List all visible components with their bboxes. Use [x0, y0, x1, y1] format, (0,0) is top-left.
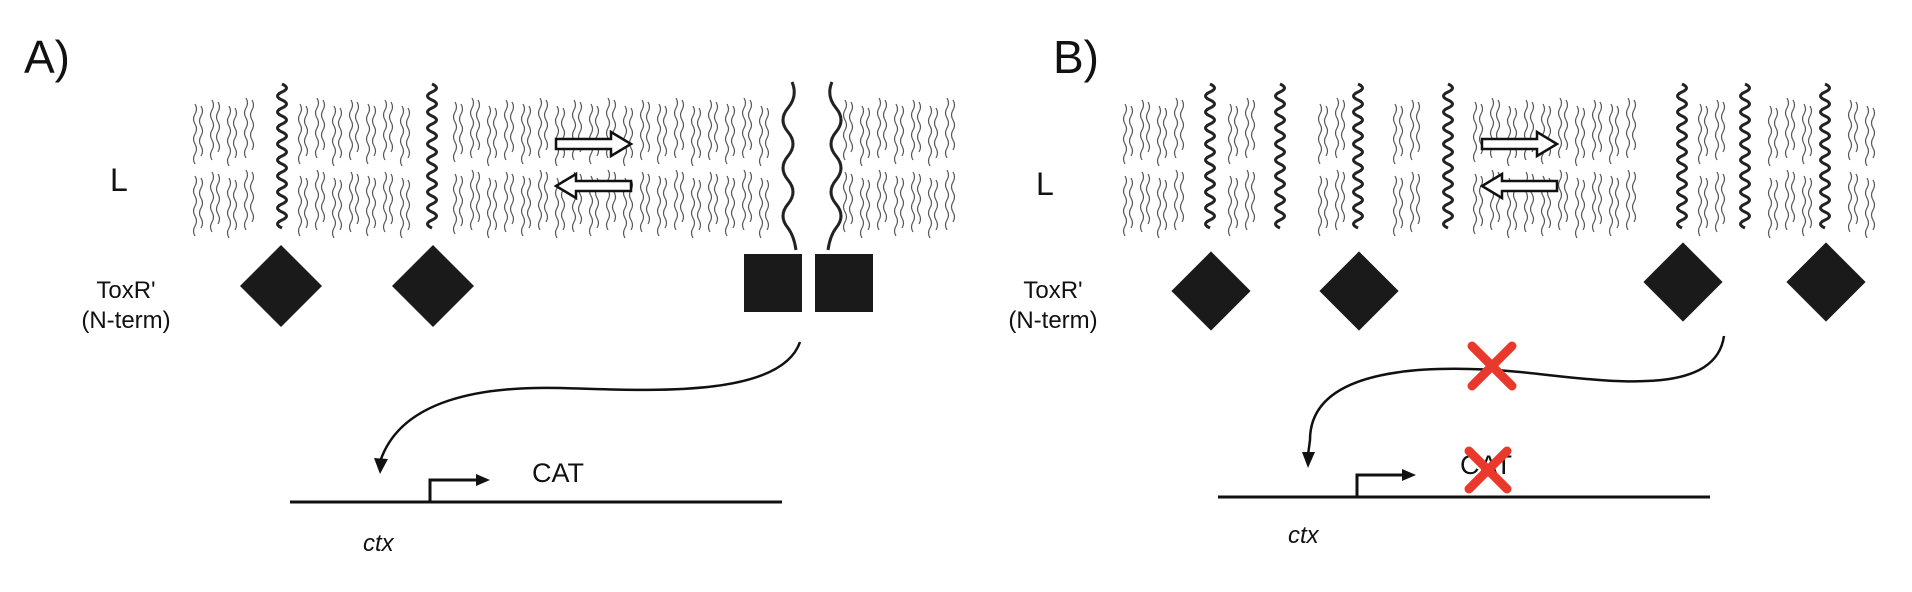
block-x-signal-icon: [1472, 346, 1512, 386]
free-helix-b1: [1274, 82, 1286, 230]
toxr-monomer-b4: [1786, 82, 1866, 322]
toxr-label-a-line2: (N-term): [81, 307, 171, 334]
activation-arrow-a: [378, 341, 802, 463]
promoter-arrow-a: [428, 478, 478, 502]
toxr-label-a: ToxR' (N-term): [66, 276, 186, 336]
panel-a: [192, 81, 956, 504]
toxr-dimer-a: [744, 81, 873, 312]
ctx-promoter-label-b: ctx: [1288, 522, 1319, 549]
lipid-bilayer-b: [1122, 97, 1876, 239]
activation-arrow-b: [1306, 335, 1726, 456]
lipid-label-b: L: [1036, 166, 1054, 202]
movement-arrow-right-a: [554, 130, 633, 158]
toxr-label-b-line1: ToxR': [1023, 277, 1083, 304]
free-helix-b3: [1739, 82, 1751, 230]
movement-arrow-left-a: [554, 172, 633, 200]
toxr-monomer-a2: [391, 82, 475, 328]
lipid-label-a: L: [110, 162, 128, 198]
toxr-label-b-line2: (N-term): [1008, 307, 1098, 334]
panel-b: [1122, 82, 1876, 499]
toxr-label-a-line1: ToxR': [96, 277, 156, 304]
panel-a-label: A): [24, 31, 70, 83]
cat-gene-label-a: CAT: [532, 458, 584, 488]
toxr-monomer-b1: [1171, 82, 1251, 331]
toxr-monomer-b2: [1319, 82, 1399, 331]
ctx-promoter-label-a: ctx: [363, 530, 394, 557]
block-x-gene-icon: [1464, 446, 1512, 494]
movement-arrow-right-b: [1480, 130, 1559, 158]
toxr-label-b: ToxR' (N-term): [993, 276, 1113, 336]
panel-b-label: B): [1053, 31, 1099, 83]
toxr-monomer-b3: [1643, 82, 1723, 322]
free-helix-b2: [1442, 82, 1454, 230]
promoter-arrow-b: [1355, 473, 1404, 497]
